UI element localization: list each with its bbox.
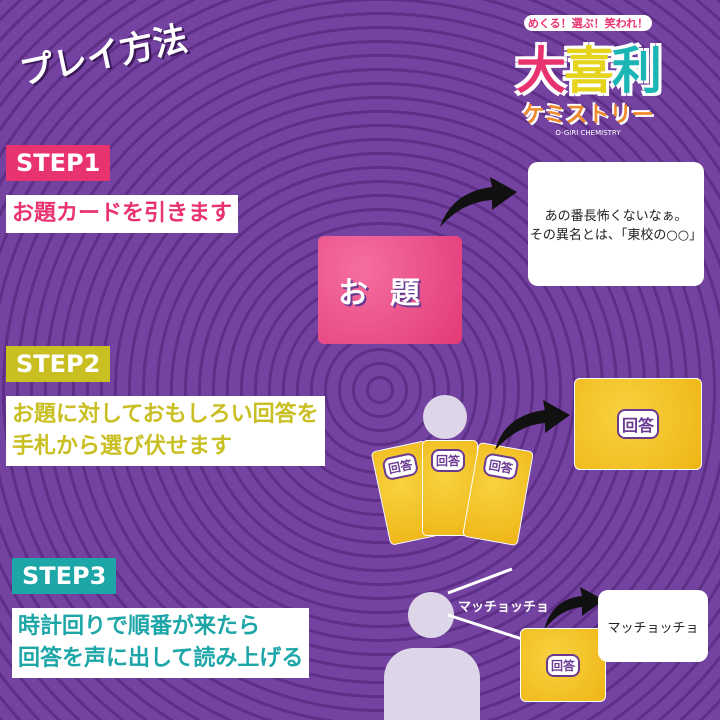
logo-sub: ケミストリー — [522, 103, 654, 128]
step3-description: 時計回りで順番が来たら回答を声に出して読み上げる — [12, 608, 310, 678]
logo-english: O-GIRI CHEMISTRY — [555, 129, 621, 137]
hand-card: 回答 — [422, 440, 478, 536]
speech-text: マッチョッチョ — [458, 600, 550, 615]
step1-label: STEP1 — [6, 145, 111, 181]
arrow-icon — [544, 587, 604, 630]
answer-card-revealed: 回答 — [520, 628, 606, 702]
logo-tagline: めくる！選ぶ！笑われ！ — [523, 15, 653, 31]
player-head-icon — [408, 592, 454, 638]
game-logo: めくる！選ぶ！笑われ！ 大喜利 ケミストリー O-GIRI CHEMISTRY — [468, 12, 708, 137]
arrow-icon — [495, 400, 570, 450]
step1-description: お題カードを引きます — [6, 195, 239, 233]
odai-card: お題 — [318, 236, 462, 344]
answer-bubble: マッチョッチョ — [598, 590, 708, 662]
player-body-icon — [384, 648, 480, 720]
speech-lines-icon — [447, 567, 523, 641]
step3-label: STEP3 — [12, 558, 117, 594]
logo-main: 大喜利 — [516, 42, 662, 100]
step2-description: お題に対しておもしろい回答を手札から選び伏せます — [6, 396, 325, 466]
page-title: プレイ方法 — [16, 18, 192, 94]
step2-label: STEP2 — [6, 346, 111, 382]
odai-bubble: あの番長怖くないなぁ。その異名とは、「東校の○○」 — [528, 162, 704, 286]
answer-card-selected: 回答 — [574, 378, 702, 470]
player-head-icon — [423, 395, 467, 439]
arrow-icon — [440, 177, 517, 227]
